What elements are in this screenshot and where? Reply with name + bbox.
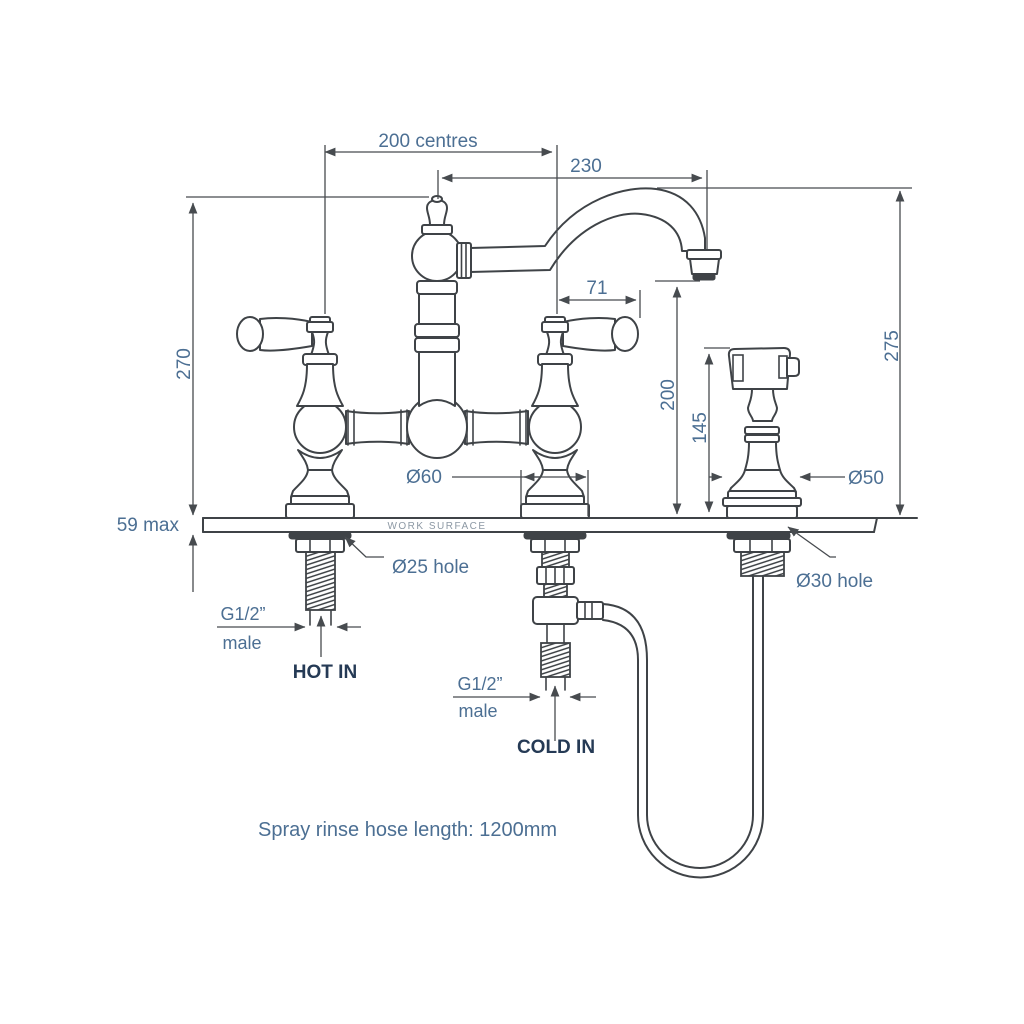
dimension-text: 200 centres 230 71 270 275 200 145 59 ma…: [117, 131, 903, 841]
dim-200-height: 200: [658, 379, 679, 411]
dim-145: 145: [690, 412, 711, 444]
cold-thread-label: G1/2”: [457, 674, 502, 694]
work-surface-label: WORK SURFACE: [387, 521, 486, 532]
dim-200-centres: 200 centres: [378, 131, 477, 152]
work-surface: [202, 517, 918, 533]
spout-column: [411, 195, 463, 407]
hot-handle: [236, 316, 313, 352]
dim-275: 275: [882, 330, 903, 362]
hot-thread-label: G1/2”: [220, 604, 265, 624]
spout-aerator: [686, 249, 722, 281]
bridge: [345, 395, 529, 459]
faucet-body: [236, 187, 722, 519]
dim-spray-base-dia: Ø50: [848, 468, 884, 489]
dim-spray-hole: Ø30 hole: [796, 571, 873, 592]
hose-port: [576, 601, 604, 620]
cold-handle: [562, 316, 639, 352]
hole-30-leader: [787, 526, 836, 558]
dim-hot-hole: Ø25 hole: [392, 557, 469, 578]
dim-59-max: 59 max: [117, 515, 180, 536]
dim-71: 71: [586, 278, 607, 299]
spray-nozzle: [786, 357, 800, 377]
cold-in-label: COLD IN: [517, 737, 595, 758]
dimension-lines: [186, 145, 912, 741]
hot-in-label: HOT IN: [293, 662, 357, 683]
dim-230: 230: [570, 156, 602, 177]
hot-tail: [288, 531, 352, 626]
spray-hose: [602, 575, 764, 879]
cold-tee-body: [532, 596, 579, 625]
dim-base-dia: Ø60: [406, 467, 442, 488]
hole-25-leader: [344, 536, 384, 558]
spout: [456, 187, 722, 281]
cold-thread-gender-label: male: [458, 701, 497, 721]
cold-tail: [523, 531, 604, 691]
spray-tail: [726, 531, 791, 577]
hose-length-note: Spray rinse hose length: 1200mm: [258, 819, 557, 841]
hot-thread-gender-label: male: [222, 633, 261, 653]
dim-270: 270: [174, 348, 195, 380]
spray-rinse-unit: [722, 347, 802, 519]
